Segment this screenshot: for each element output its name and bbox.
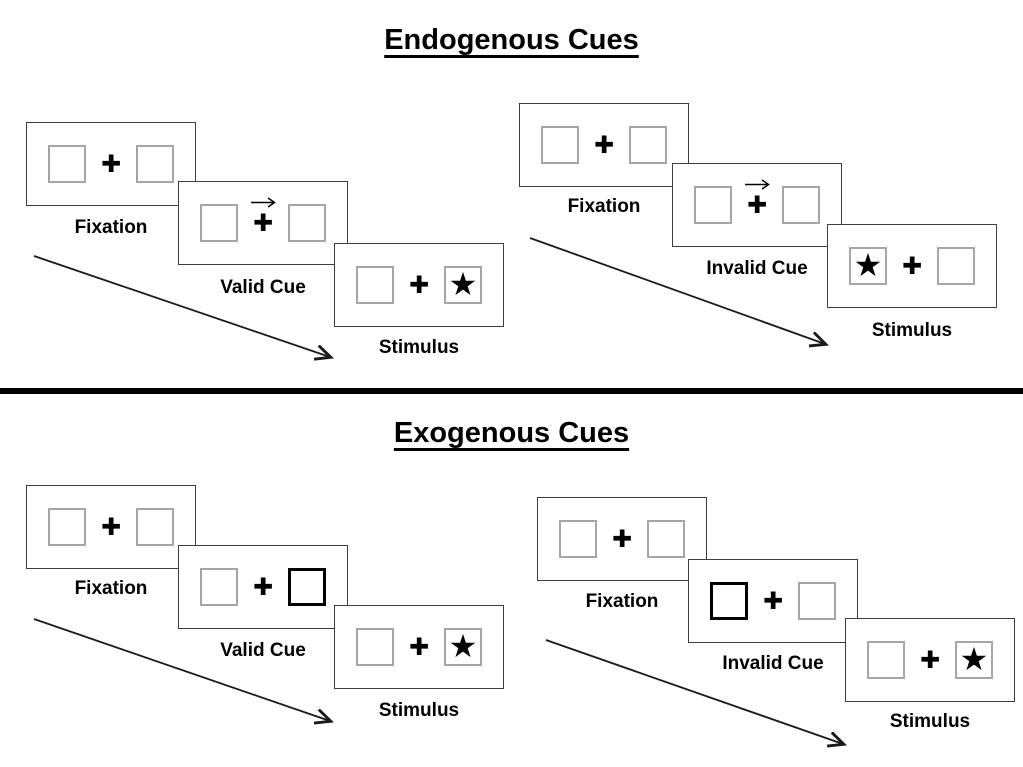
exogenous-section-title: Exogenous Cues <box>393 417 630 449</box>
right-placeholder-box <box>936 247 975 285</box>
fixation-cross-icon: ✚ <box>919 646 941 674</box>
left-cue-highlight-box <box>710 582 748 620</box>
frame-label: Stimulus <box>871 320 953 341</box>
frame-panel-fixation: ✚ <box>519 103 689 187</box>
left-placeholder-box <box>356 628 394 666</box>
right-placeholder-box <box>135 508 174 546</box>
frame-panel-stimulus: ✚ ★ <box>845 618 1015 702</box>
fixation-cross-icon: ✚ <box>100 150 122 178</box>
cue-arrow-right-icon <box>745 177 771 195</box>
left-placeholder-box <box>48 508 86 546</box>
frame-label: Valid Cue <box>220 640 306 661</box>
fixation-cross-wrap: ✚ <box>594 133 614 157</box>
frame-panel-fixation: ✚ <box>26 122 196 206</box>
fixation-cross-icon: ✚ <box>611 525 633 553</box>
frame-label: Fixation <box>74 217 148 238</box>
frame-panel-fixation: ✚ <box>26 485 196 569</box>
right-target-box: ★ <box>954 640 993 679</box>
left-placeholder-box <box>559 520 597 558</box>
frame-label: Stimulus <box>889 711 971 732</box>
fixation-cross-icon: ✚ <box>746 191 768 219</box>
right-placeholder-box <box>135 145 174 183</box>
fixation-cross-wrap: ✚ <box>101 152 121 176</box>
frame-panel-valid-cue: ✚ <box>178 545 348 629</box>
star-stimulus-icon: ★ <box>853 246 883 284</box>
left-placeholder-box <box>867 641 905 679</box>
fixation-cross-wrap: ✚ <box>101 515 121 539</box>
fixation-cross-icon: ✚ <box>408 633 430 661</box>
fixation-cross-wrap: ✚ <box>920 648 940 672</box>
fixation-cross-icon: ✚ <box>252 209 274 237</box>
fixation-cross-icon: ✚ <box>408 271 430 299</box>
frame-panel-valid-cue: ✚ <box>178 181 348 265</box>
frame-label: Invalid Cue <box>722 653 824 674</box>
frame-panel-stimulus: ✚ ★ <box>334 243 504 327</box>
left-placeholder-box <box>356 266 394 304</box>
diagonal-timeline-arrow-icon <box>33 618 330 721</box>
left-placeholder-box <box>200 568 238 606</box>
frame-label: Stimulus <box>378 700 460 721</box>
fixation-cross-wrap: ✚ <box>763 589 783 613</box>
right-placeholder-box <box>646 520 685 558</box>
left-target-box: ★ <box>849 247 887 285</box>
fixation-cross-icon: ✚ <box>100 513 122 541</box>
diagonal-timeline-arrow-icon <box>33 255 330 357</box>
fixation-cross-wrap: ✚ <box>745 179 770 219</box>
fixation-cross-wrap: ✚ <box>409 635 429 659</box>
frame-label: Fixation <box>74 578 148 599</box>
fixation-cross-wrap: ✚ <box>251 197 276 237</box>
right-placeholder-box <box>781 186 820 224</box>
fixation-cross-icon: ✚ <box>252 573 274 601</box>
cue-arrow-right-icon <box>251 195 277 213</box>
left-placeholder-box <box>694 186 732 224</box>
frame-label: Valid Cue <box>220 277 306 298</box>
right-target-box: ★ <box>443 627 482 666</box>
frame-label: Invalid Cue <box>706 258 808 279</box>
frame-panel-stimulus: ★ ✚ <box>827 224 997 308</box>
frame-panel-invalid-cue: ✚ <box>672 163 842 247</box>
frame-label: Fixation <box>567 196 641 217</box>
star-stimulus-icon: ★ <box>959 640 989 678</box>
right-cue-highlight-box <box>287 568 326 606</box>
fixation-cross-wrap: ✚ <box>612 527 632 551</box>
left-placeholder-box <box>541 126 579 164</box>
right-placeholder-box <box>797 582 836 620</box>
fixation-cross-icon: ✚ <box>593 131 615 159</box>
frame-panel-stimulus: ✚ ★ <box>334 605 504 689</box>
right-placeholder-box <box>628 126 667 164</box>
frame-panel-fixation: ✚ <box>537 497 707 581</box>
star-stimulus-icon: ★ <box>448 627 478 665</box>
frame-label: Fixation <box>585 591 659 612</box>
right-placeholder-box <box>287 204 326 242</box>
diagonal-timeline-arrow-icon <box>529 237 825 344</box>
left-placeholder-box <box>200 204 238 242</box>
frame-panel-invalid-cue: ✚ <box>688 559 858 643</box>
fixation-cross-wrap: ✚ <box>902 254 922 278</box>
fixation-cross-wrap: ✚ <box>253 575 273 599</box>
fixation-cross-icon: ✚ <box>901 252 923 280</box>
endogenous-section-title: Endogenous Cues <box>384 24 639 56</box>
section-divider <box>0 388 1023 394</box>
frame-label: Stimulus <box>378 337 460 358</box>
fixation-cross-wrap: ✚ <box>409 273 429 297</box>
star-stimulus-icon: ★ <box>448 265 478 303</box>
right-target-box: ★ <box>443 265 482 304</box>
fixation-cross-icon: ✚ <box>762 587 784 615</box>
left-placeholder-box <box>48 145 86 183</box>
